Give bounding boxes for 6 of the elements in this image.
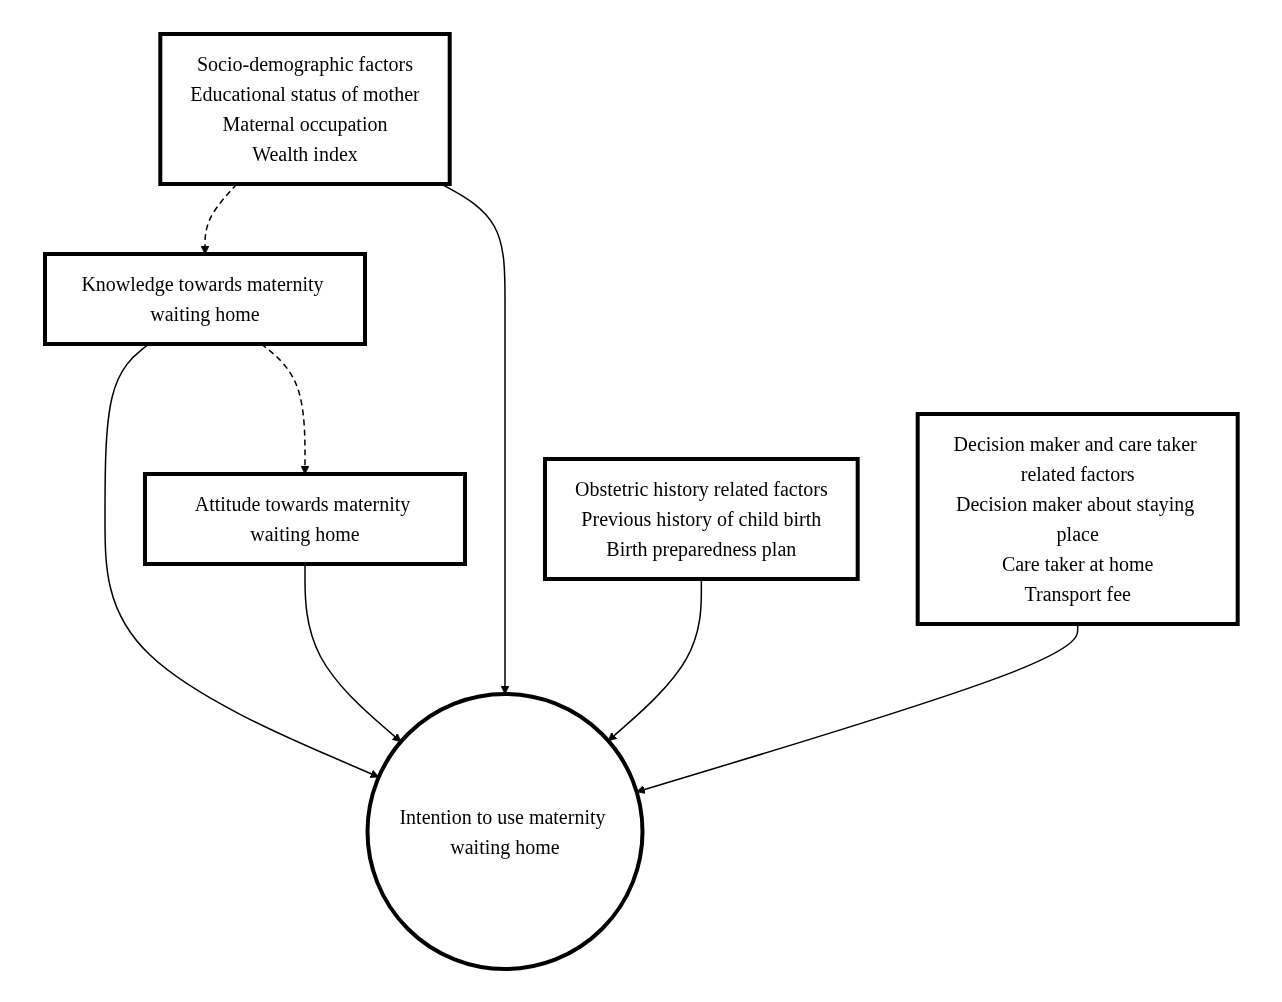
node-box: Decision maker and care taker related factors Decision maker about staying place Care taker at home Transport fee: [915, 411, 1240, 626]
node-box: Knowledge towards maternity waiting home: [42, 251, 367, 346]
node-circle: Intention to use maternity waiting home: [365, 691, 645, 971]
node-box: Obstetric history related factors Previous history of child birth Birth preparedness plan: [542, 456, 860, 581]
node-box: Socio-demographic factors Educational status of mother Maternal occupation Wealth index: [157, 31, 452, 186]
node-box: Attitude towards maternity waiting home: [142, 471, 467, 566]
